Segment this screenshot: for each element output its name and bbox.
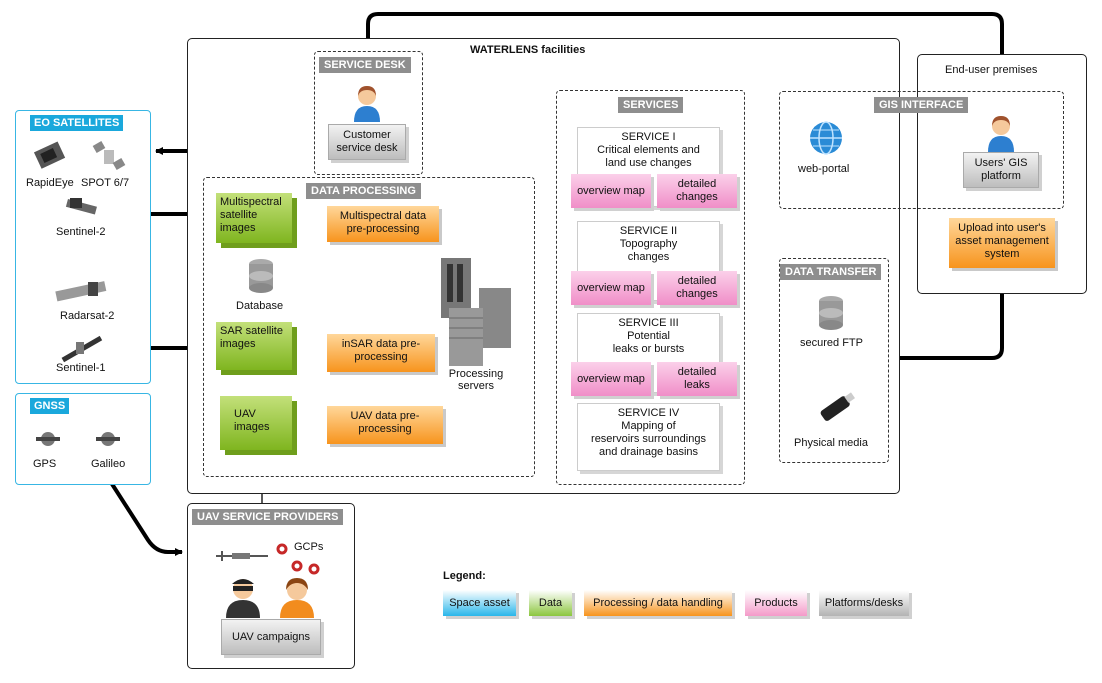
legend-processing-label: Processing / data handling (593, 597, 723, 609)
database-icon (819, 296, 843, 330)
data-processing-header: DATA PROCESSING (306, 183, 421, 199)
service-2-title: SERVICE II (619, 225, 678, 237)
web-portal-label: web-portal (798, 163, 850, 175)
data-transfer-group (779, 258, 889, 463)
legend-data-label: Data (538, 597, 563, 609)
legend-processing: Processing / data handling (584, 590, 732, 616)
upload-asset-management-box[interactable]: Upload into user's asset management syst… (949, 218, 1055, 268)
service-4-box[interactable]: SERVICE IV Mapping of reservoirs surroun… (577, 403, 720, 471)
satellite-icon (92, 141, 126, 170)
gis-interface-header: GIS INTERFACE (874, 97, 969, 113)
service-3-overview-map[interactable]: overview map (571, 362, 651, 396)
gps-label: GPS (33, 458, 57, 470)
arrow-ftp-to-upload (886, 277, 1006, 360)
uav-campaigns-box[interactable]: UAV campaigns (221, 619, 321, 655)
usb-drive-icon (820, 392, 855, 421)
service-2-desc-1: Topography (619, 238, 678, 250)
service-2-detailed-changes[interactable]: detailed changes (657, 271, 737, 305)
service-desk-group (314, 51, 423, 175)
insar-preprocessing-box[interactable]: inSAR data pre-processing (327, 334, 435, 372)
service-3-desc-2: leaks or bursts (612, 343, 685, 355)
spot-label: SPOT 6/7 (81, 177, 130, 189)
person-icon (354, 86, 380, 122)
eo-satellites-header: EO SATELLITES (30, 115, 124, 131)
service-desk-header: SERVICE DESK (319, 57, 411, 73)
gnss-header: GNSS (30, 398, 70, 414)
service-2-desc-2: changes (627, 251, 670, 263)
galileo-label: Galileo (91, 458, 126, 470)
users-gis-platform-box[interactable]: Users' GIS platform (963, 152, 1039, 188)
radarsat2-label: Radarsat-2 (60, 310, 115, 322)
arrow-gnss-to-uav (110, 482, 183, 556)
satellite-icon (55, 281, 107, 302)
person-icon (988, 116, 1014, 152)
secured-ftp-label: secured FTP (800, 337, 863, 349)
service-1-title: SERVICE I (621, 131, 676, 143)
service-3-detailed-leaks[interactable]: detailed leaks (657, 362, 737, 396)
legend-products-label: Products (754, 597, 798, 609)
customer-service-desk-box[interactable]: Customer service desk (328, 124, 406, 160)
sentinel2-label: Sentinel-2 (56, 226, 106, 238)
service-4-desc-3: and drainage basins (598, 446, 699, 458)
processing-servers-label: Processing servers (446, 368, 506, 392)
services-header: SERVICES (618, 97, 684, 113)
services-group (556, 90, 745, 485)
uav-images-box[interactable]: UAV images (220, 396, 292, 450)
sar-images-box[interactable]: SAR satellite images (216, 322, 292, 370)
service-4-desc-2: reservoirs surroundings (591, 433, 706, 445)
service-3-title: SERVICE III (618, 317, 679, 329)
service-1-overview-map[interactable]: overview map (571, 174, 651, 208)
person-icon (226, 579, 260, 618)
person-icon (280, 578, 314, 618)
gis-interface-group (779, 91, 1064, 209)
service-4-title: SERVICE IV (617, 407, 680, 419)
service-1-desc-2: land use changes (605, 157, 692, 169)
database-label: Database (236, 300, 284, 312)
legend-title: Legend: (443, 570, 486, 582)
multispectral-images-label: Multispectral satellite images (220, 196, 282, 234)
satellite-icon (61, 335, 103, 363)
sentinel1-label: Sentinel-1 (56, 362, 106, 374)
satellite-icon (36, 432, 60, 446)
gcps-label: GCPs (294, 541, 324, 553)
arrow-enduser-to-servicedesk (364, 12, 1004, 54)
satellite-icon (65, 198, 97, 215)
gcp-markers-icon (276, 543, 320, 575)
legend-space-asset-label: Space asset (449, 597, 510, 609)
service-3-desc-1: Potential (627, 330, 670, 342)
uav-service-providers-header: UAV SERVICE PROVIDERS (192, 509, 344, 525)
end-user-title: End-user premises (945, 64, 1038, 76)
service-1-desc-1: Critical elements and (597, 144, 700, 156)
database-icon (249, 259, 273, 293)
uav-images-label: UAV images (234, 408, 270, 433)
rapideye-label: RapidEye (26, 177, 74, 189)
legend-space-asset: Space asset (443, 590, 516, 616)
legend-platforms: Platforms/desks (819, 590, 909, 616)
sar-images-label: SAR satellite images (220, 325, 283, 350)
service-1-detailed-changes[interactable]: detailed changes (657, 174, 737, 208)
uav-preprocessing-box[interactable]: UAV data pre-processing (327, 406, 443, 444)
multispectral-preprocessing-box[interactable]: Multispectral data pre-processing (327, 206, 439, 242)
multispectral-images-box[interactable]: Multispectral satellite images (216, 193, 292, 243)
drone-icon (216, 551, 268, 561)
service-2-overview-map[interactable]: overview map (571, 271, 651, 305)
service-4-desc-1: Mapping of (621, 420, 676, 432)
legend-platforms-label: Platforms/desks (824, 597, 904, 609)
globe-icon (810, 121, 842, 155)
data-transfer-header: DATA TRANSFER (780, 264, 882, 280)
physical-media-label: Physical media (794, 437, 868, 449)
legend-products: Products (745, 590, 807, 616)
processing-servers-text: Processing servers (448, 368, 504, 392)
legend-data: Data (529, 590, 572, 616)
facilities-title: WATERLENS facilities (470, 44, 586, 56)
satellite-icon (96, 432, 120, 446)
satellite-icon (34, 141, 66, 169)
data-processing-group (203, 177, 535, 477)
server-icon (441, 258, 511, 366)
